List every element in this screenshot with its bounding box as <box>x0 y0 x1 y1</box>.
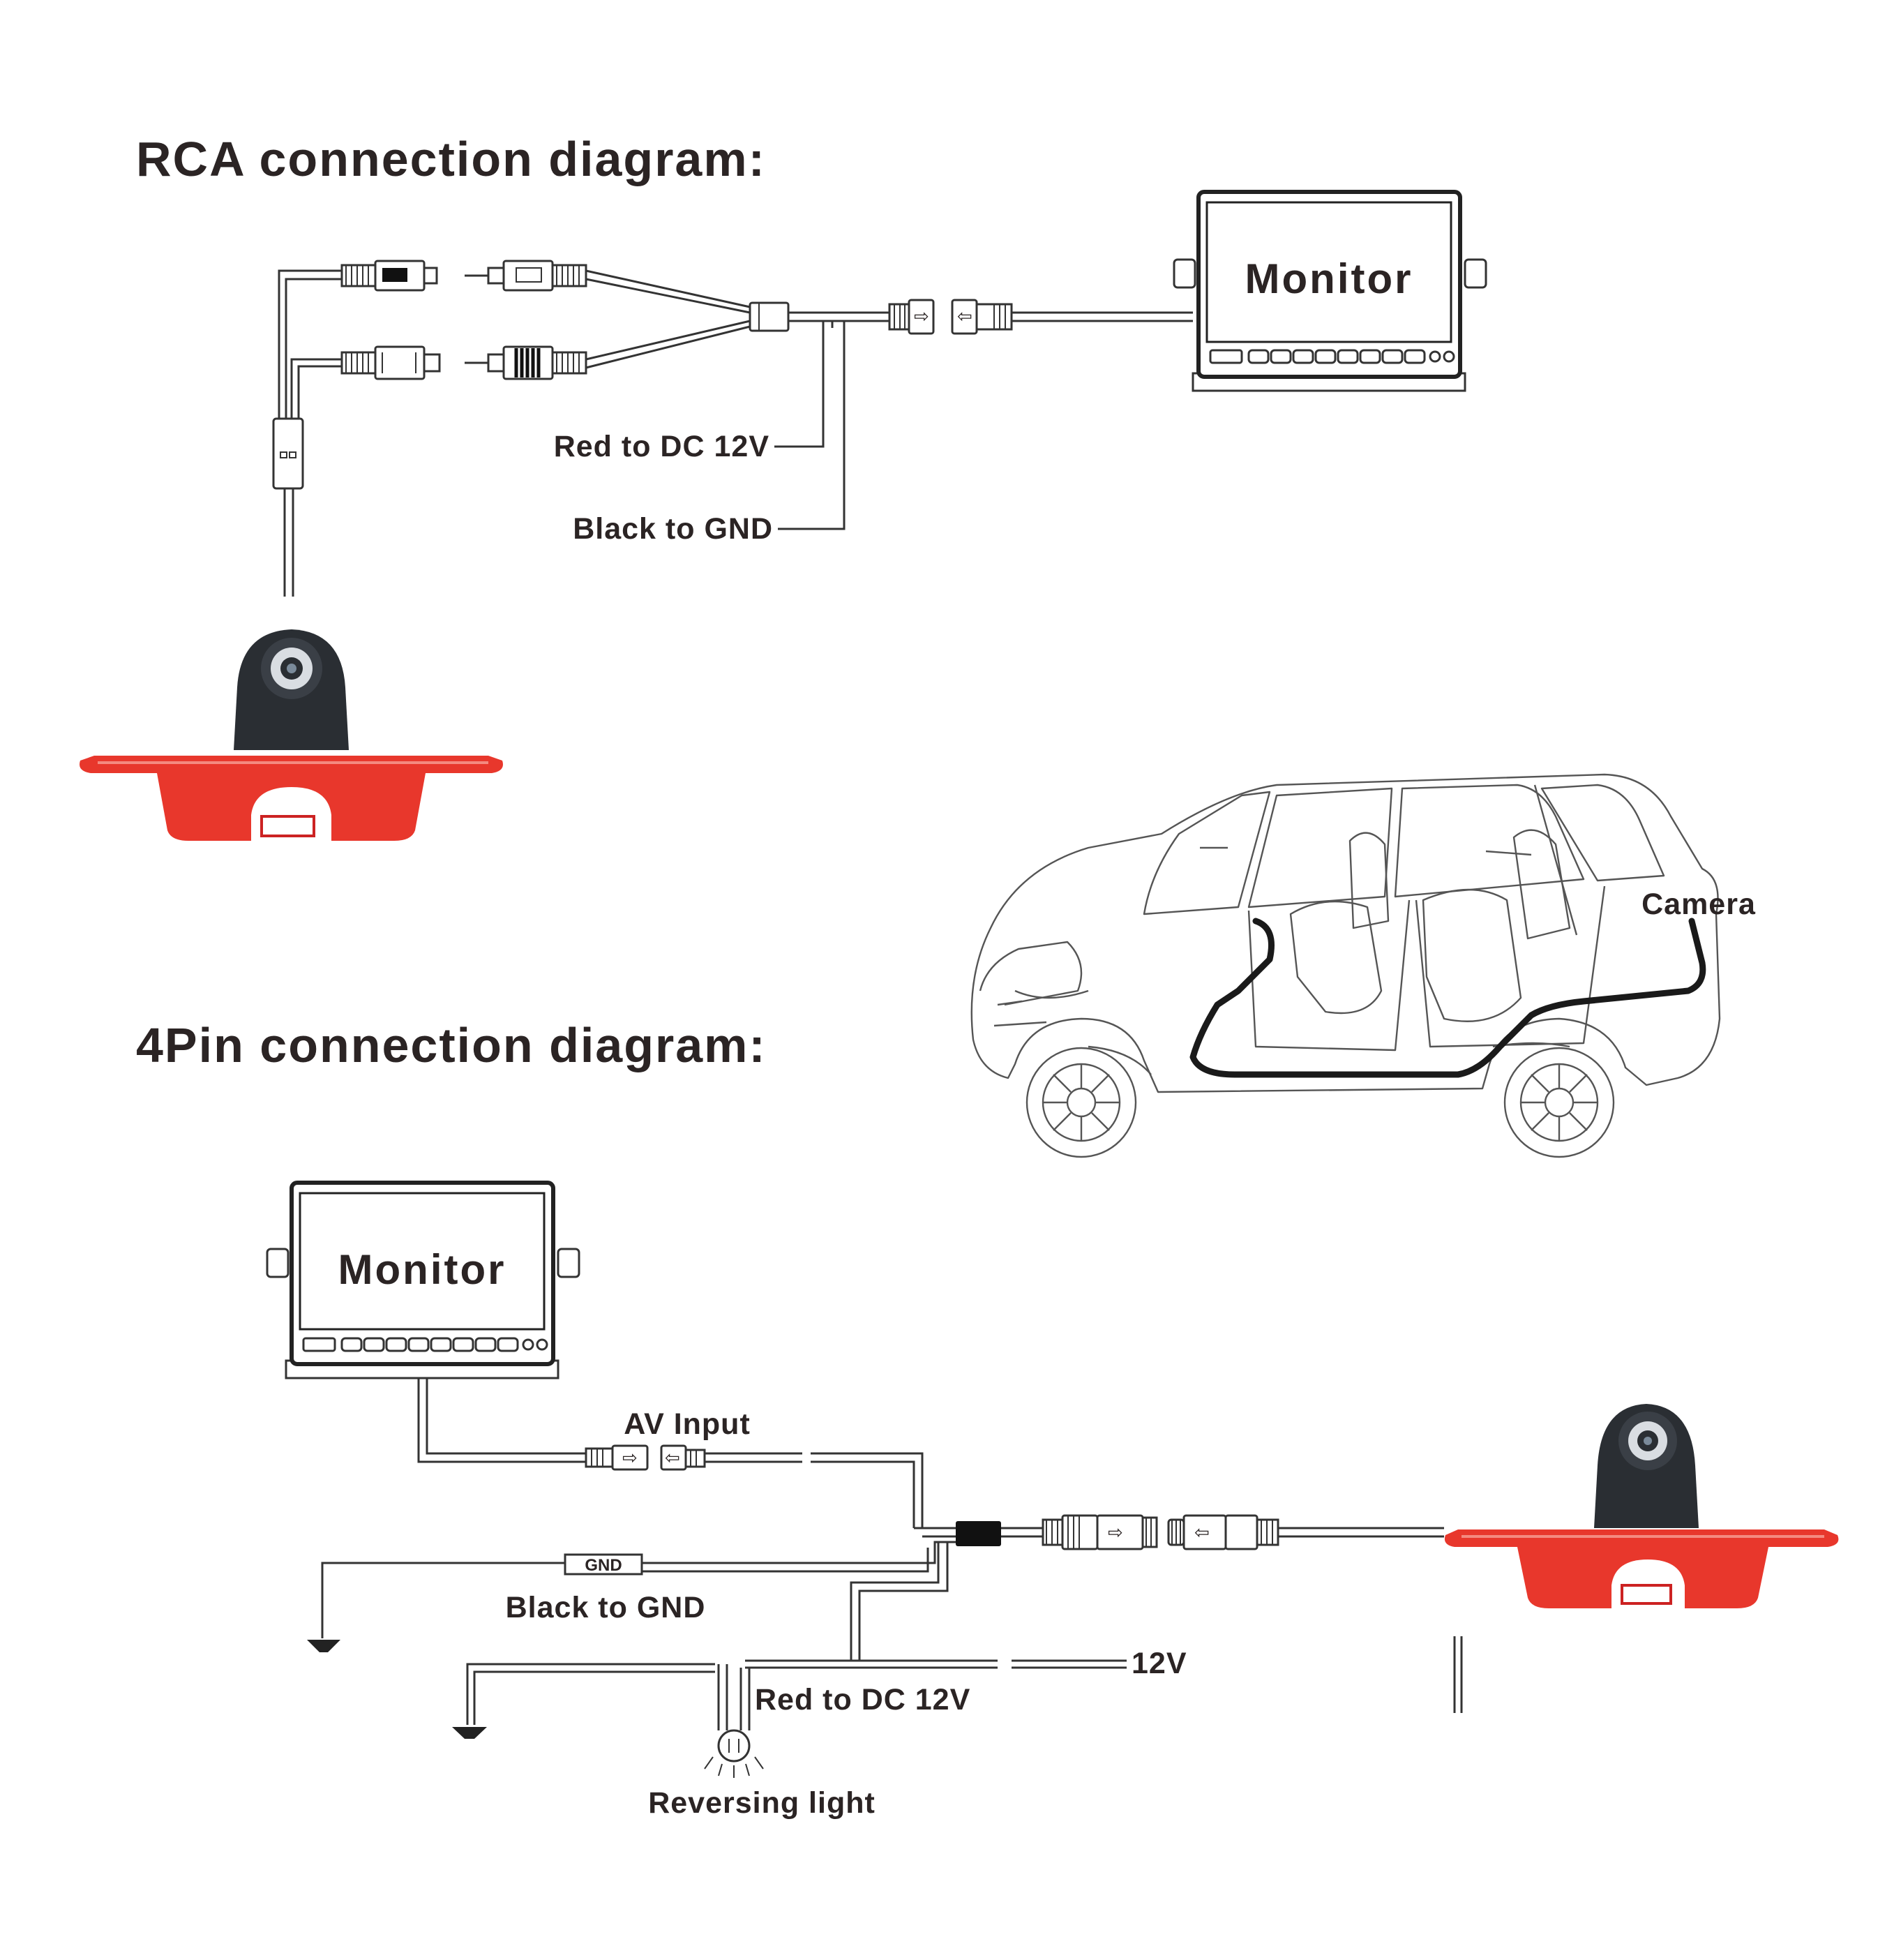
pin4-gnd-tag: GND <box>585 1556 622 1575</box>
pin4-12v-lead <box>745 1542 1127 1669</box>
rca-y-cable <box>585 269 889 369</box>
pin4-monitor <box>266 1181 580 1379</box>
rca-monitor-label: Monitor <box>1245 255 1413 302</box>
rca-power-connector-male <box>465 345 587 380</box>
rca-power-connector-female <box>340 345 441 380</box>
svg-text:⇦: ⇦ <box>957 306 972 327</box>
rca-red-label: Red to DC 12V <box>554 430 769 463</box>
reversing-light-icon <box>704 1729 764 1778</box>
rca-title: RCA connection diagram: <box>136 132 766 186</box>
svg-text:⇦: ⇦ <box>1194 1522 1210 1543</box>
pin4-red-label: Red to DC 12V <box>755 1683 970 1716</box>
rca-av-connector-pair: ⇨ ⇦ <box>888 299 1193 335</box>
rca-video-connector-female <box>340 260 438 292</box>
svg-text:⇨: ⇨ <box>622 1447 638 1468</box>
pin4-monitor-label: Monitor <box>338 1246 506 1293</box>
rca-brake-light-camera <box>80 629 503 843</box>
pin4-junction: ⇨ ⇦ <box>914 1514 1444 1550</box>
pin4-title: 4Pin connection diagram: <box>136 1018 767 1072</box>
car-camera-label: Camera <box>1641 888 1756 921</box>
pin4-12v-label: 12V <box>1132 1647 1187 1680</box>
rca-video-connector-male <box>465 260 587 292</box>
pin4-reversing-light-circuit <box>452 1663 764 1778</box>
rca-monitor <box>1173 190 1487 392</box>
svg-text:⇦: ⇦ <box>665 1447 680 1468</box>
pin4-camera-side-wire <box>1453 1636 1463 1713</box>
rca-black-label: Black to GND <box>573 512 773 546</box>
pin4-gnd-lead <box>307 1541 956 1652</box>
pin4-av-label: AV Input <box>624 1407 751 1441</box>
rca-power-leads <box>774 321 846 530</box>
rca-camera-cable <box>272 269 342 597</box>
svg-text:⇨: ⇨ <box>1108 1522 1123 1543</box>
pin4-reversing-label: Reversing light <box>648 1786 876 1820</box>
svg-text:⇨: ⇨ <box>914 306 929 327</box>
car-illustration <box>970 773 1721 1158</box>
monitor-buttons <box>1209 349 1455 364</box>
pin4-brake-light-camera <box>1444 1404 1839 1610</box>
pin4-av-cable: ⇨ ⇦ <box>417 1378 924 1528</box>
pin4-black-label: Black to GND <box>506 1591 706 1624</box>
